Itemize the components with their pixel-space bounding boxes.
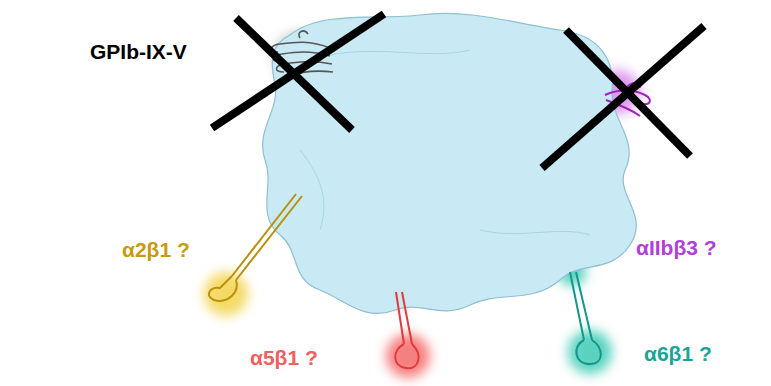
receptor-glow — [568, 330, 612, 374]
receptor-name: α6β1 ? — [644, 342, 712, 365]
cross-out — [212, 14, 384, 128]
membrane-fold — [480, 230, 590, 235]
cross-out — [566, 30, 690, 156]
receptor-glow — [386, 334, 430, 378]
receptor-glow — [204, 272, 248, 316]
a5b1-receptor — [395, 292, 418, 368]
receptor-name: αIIbβ3 ? — [636, 236, 717, 259]
a2b1-receptor — [209, 194, 302, 301]
receptor-name: α2β1 ? — [122, 238, 190, 261]
membrane-fold — [300, 150, 324, 230]
receptor-name: GPIb-IX-V — [90, 40, 187, 63]
receptor-name: α5β1 ? — [250, 346, 318, 369]
membrane-fold — [330, 50, 470, 55]
a6b1-receptor — [570, 272, 601, 364]
cross-out — [236, 18, 352, 130]
cross-out — [542, 26, 704, 168]
